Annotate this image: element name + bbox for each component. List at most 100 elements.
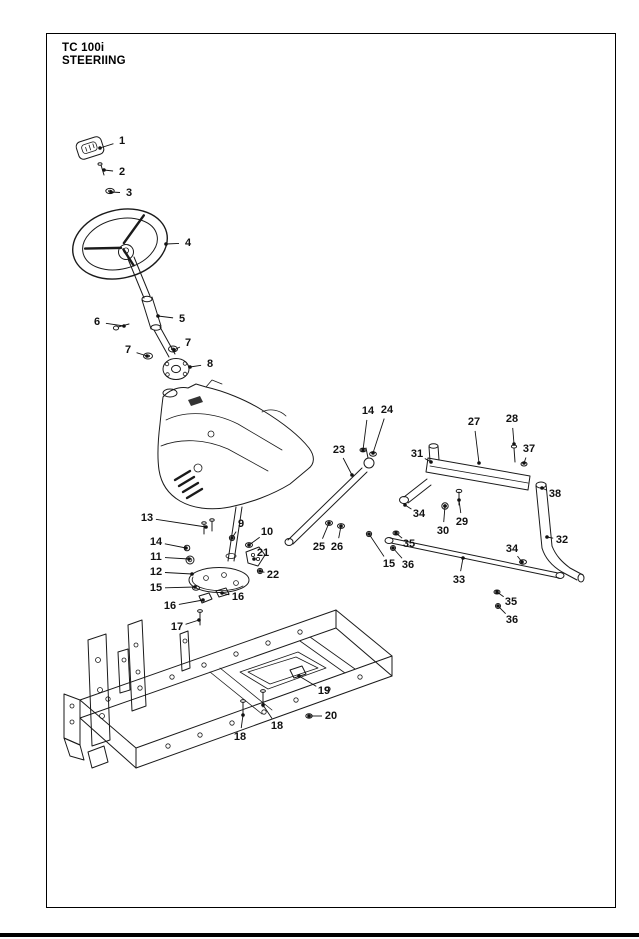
leader-line (368, 533, 385, 557)
part-number-label: 10 (261, 526, 273, 538)
part-callout-18: 18 (261, 703, 283, 732)
part-callout-31: 31 (411, 448, 433, 464)
link-bracket-drawing (245, 546, 266, 575)
leader-dot (327, 521, 331, 525)
right-spindle-drawing (493, 481, 585, 609)
part-callout-16: 16 (164, 598, 205, 612)
part-number-label: 33 (453, 574, 465, 586)
leader-line (105, 322, 125, 327)
part-number-label: 25 (313, 541, 325, 553)
leader-dot (339, 524, 343, 528)
leader-dot (122, 324, 126, 328)
part-number-label: 18 (271, 720, 283, 732)
part-number-label: 21 (257, 547, 269, 559)
leader-line (460, 557, 464, 572)
leader-dot (197, 618, 201, 622)
part-number-label: 5 (179, 313, 185, 325)
leader-line (322, 522, 330, 539)
leader-line (392, 547, 403, 559)
leader-dot (429, 460, 433, 464)
part-number-label: 26 (331, 541, 343, 553)
leader-line (185, 619, 200, 625)
part-number-label: 28 (506, 413, 518, 425)
part-callout-8: 8 (188, 358, 213, 370)
part-callout-18: 18 (234, 713, 246, 743)
part-callout-36: 36 (391, 546, 414, 571)
leader-line (474, 430, 480, 464)
leader-line (165, 242, 180, 245)
part-callout-35: 35 (495, 590, 517, 608)
steering-hub-drawing (162, 358, 190, 380)
part-callout-14: 14 (150, 536, 188, 550)
lower-shaft-drawing (225, 506, 253, 562)
part-callout-22: 22 (258, 569, 279, 581)
leader-line (262, 704, 273, 719)
shaft-washers-drawing (143, 345, 178, 360)
leader-dot (172, 348, 176, 352)
part-callout-24: 24 (371, 404, 394, 455)
part-number-label: 13 (141, 512, 153, 524)
part-callout-7: 7 (125, 344, 149, 358)
part-number-label: 34 (506, 543, 519, 555)
part-callout-12: 12 (150, 566, 194, 578)
leader-dot (164, 242, 168, 246)
leader-line (338, 525, 342, 539)
leader-dot (230, 536, 234, 540)
leader-line (342, 457, 353, 476)
leader-dot (350, 473, 354, 477)
part-callout-29: 29 (456, 498, 468, 528)
part-number-label: 8 (207, 358, 213, 370)
part-number-label: 16 (164, 600, 176, 612)
part-callout-34: 34 (506, 543, 524, 564)
bottom-rule (0, 933, 639, 937)
part-number-label: 14 (362, 405, 375, 417)
part-number-label: 19 (318, 685, 330, 697)
part-callout-19: 19 (297, 674, 330, 697)
leader-dot (188, 365, 192, 369)
part-number-label: 38 (549, 488, 561, 500)
part-callout-25: 25 (313, 521, 331, 553)
part-callout-13: 13 (141, 512, 208, 529)
part-callout-9: 9 (230, 518, 244, 540)
leader-dot (109, 190, 113, 194)
leader-dot (204, 525, 208, 529)
steering-wheel-drawing (72, 208, 168, 280)
part-number-label: 14 (150, 536, 163, 548)
part-number-label: 3 (126, 187, 132, 199)
part-callout-20: 20 (307, 710, 337, 722)
part-number-label: 2 (119, 166, 125, 178)
model-name: TC 100i (62, 42, 105, 54)
leader-line (512, 427, 515, 445)
leader-line (362, 419, 368, 451)
leader-dot (496, 604, 500, 608)
steering-plate-drawing (183, 544, 250, 626)
part-callout-35: 35 (394, 531, 415, 550)
diagram-title: TC 100i STEERIING (62, 42, 126, 68)
part-number-label: 4 (185, 237, 192, 249)
leader-line (136, 352, 148, 357)
leader-dot (477, 461, 481, 465)
leader-dot (512, 442, 516, 446)
leader-dot (457, 498, 461, 502)
page-border (46, 33, 616, 908)
part-number-label: 23 (333, 444, 345, 456)
leader-dot (391, 546, 395, 550)
part-callout-11: 11 (150, 551, 191, 563)
part-number-label: 20 (325, 710, 337, 722)
part-number-label: 17 (171, 621, 183, 633)
steering-wheel-cap-drawing (75, 136, 105, 160)
part-number-label: 16 (232, 591, 244, 603)
part-callout-10: 10 (247, 526, 273, 547)
leader-dot (443, 504, 447, 508)
part-callout-32: 32 (545, 534, 568, 546)
part-number-label: 15 (150, 582, 162, 594)
part-number-label: 35 (505, 596, 517, 608)
part-number-label: 12 (150, 566, 162, 578)
part-number-label: 22 (267, 569, 279, 581)
part-callout-21: 21 (252, 547, 269, 561)
leader-line (189, 364, 202, 368)
part-number-label: 29 (456, 516, 468, 528)
steering-shaft-drawing (127, 256, 176, 358)
